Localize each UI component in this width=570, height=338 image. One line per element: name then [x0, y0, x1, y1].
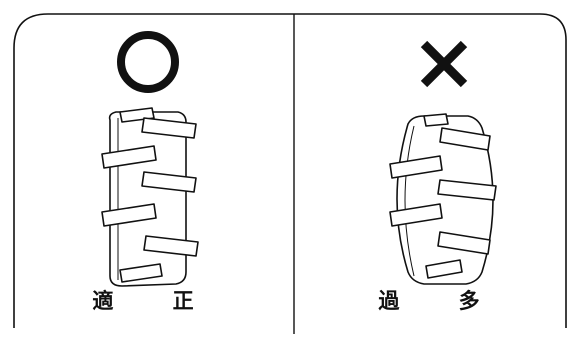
tire-lug — [141, 171, 197, 193]
circle-mark-icon — [117, 31, 179, 93]
tire-over-inflation — [389, 113, 497, 285]
tire-lug — [389, 203, 443, 227]
tire-lug — [141, 117, 197, 139]
tire-lug — [101, 203, 157, 227]
cross-mark-icon — [420, 40, 468, 88]
label-excessive: 過 多 — [378, 289, 506, 313]
tire-lug — [439, 127, 491, 151]
tire-proper-inflation — [101, 107, 199, 287]
label-proper: 適 正 — [92, 289, 220, 313]
tire-lug — [437, 179, 497, 201]
tire-body — [108, 111, 187, 287]
tire-lug — [425, 259, 463, 279]
tire-lug — [437, 231, 491, 255]
tire-groove-line — [404, 125, 415, 277]
tire-lug — [423, 113, 449, 127]
tire-lug — [143, 235, 199, 257]
tire-lug — [389, 155, 443, 179]
tire-lug — [119, 263, 163, 283]
tire-lug — [101, 145, 157, 169]
